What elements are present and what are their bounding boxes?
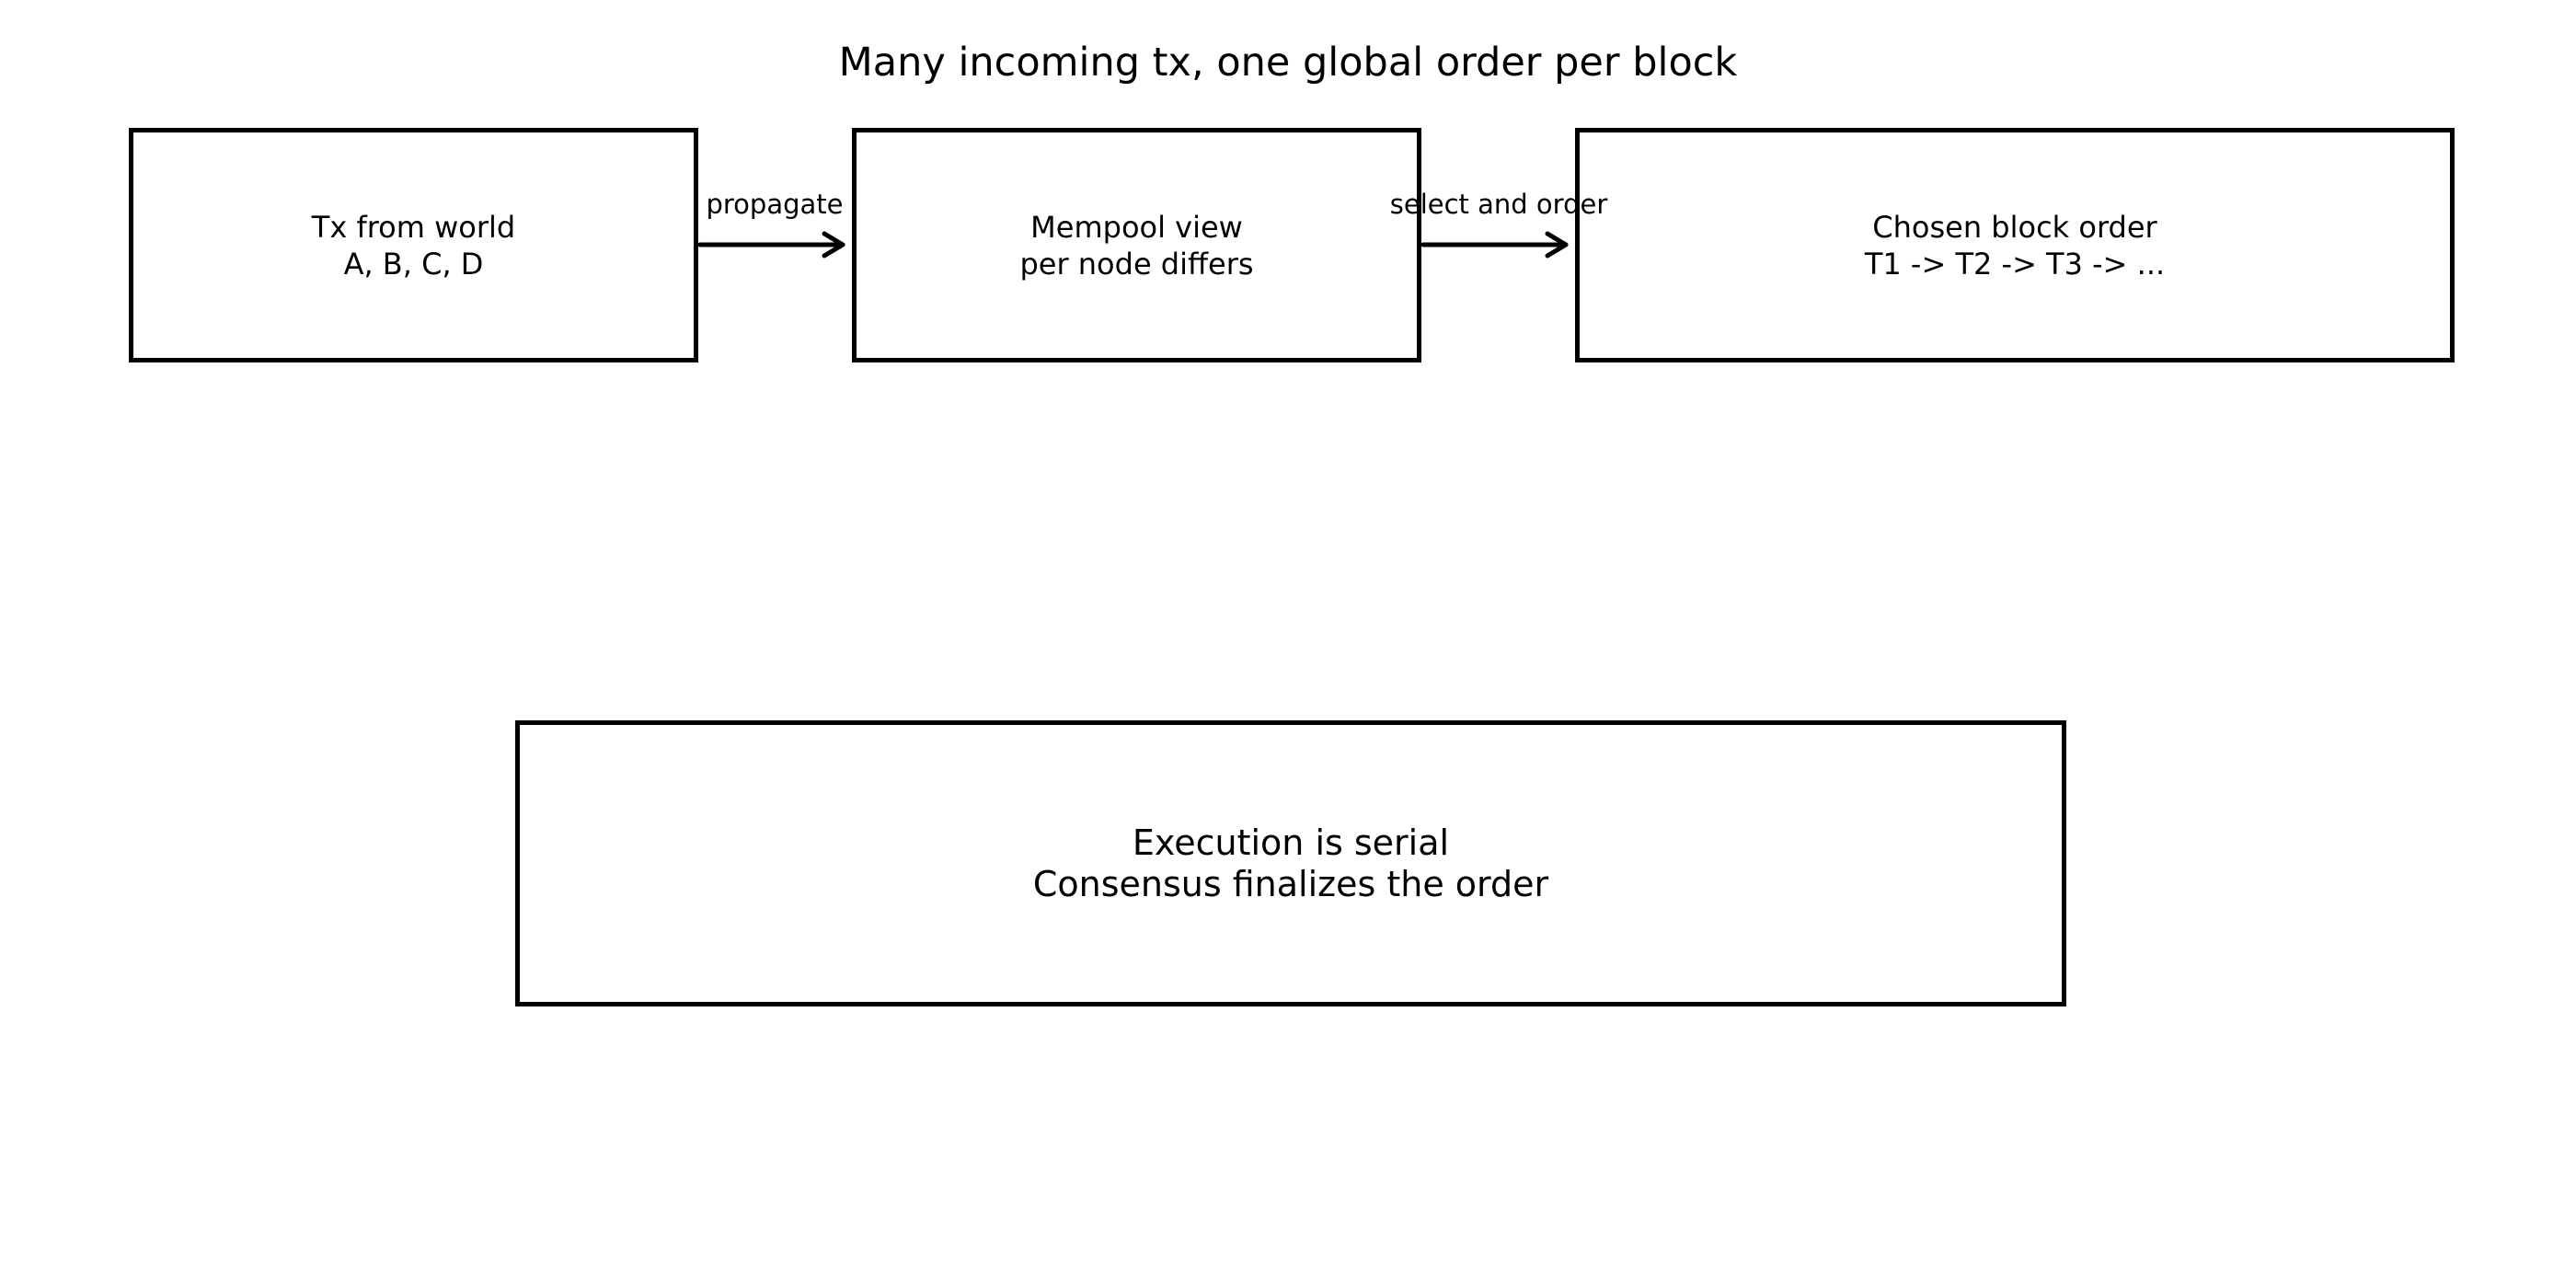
node-tx-line-2: A, B, C, D bbox=[343, 246, 484, 282]
edge-arrow-propagate bbox=[697, 231, 845, 259]
edge-label-select-and-order: select and order bbox=[1389, 189, 1608, 220]
edge-arrow-select-and-order bbox=[1420, 231, 1569, 259]
node-block-line-1: Chosen block order bbox=[1872, 209, 2157, 245]
node-exec-line-1: Execution is serial bbox=[1132, 822, 1450, 863]
edge-label-propagate: propagate bbox=[706, 189, 844, 220]
node-chosen-block-order: Chosen block order T1 -> T2 -> T3 -> ... bbox=[1575, 128, 2455, 362]
node-tx-line-1: Tx from world bbox=[311, 209, 516, 245]
node-block-line-2: T1 -> T2 -> T3 -> ... bbox=[1864, 246, 2166, 282]
node-mempool-view: Mempool view per node differs bbox=[852, 128, 1421, 362]
node-exec-line-2: Consensus finalizes the order bbox=[1032, 863, 1549, 904]
node-mempool-line-1: Mempool view bbox=[1030, 209, 1243, 245]
diagram-title: Many incoming tx, one global order per b… bbox=[838, 40, 1738, 86]
node-tx-from-world: Tx from world A, B, C, D bbox=[129, 128, 698, 362]
node-execution-serial: Execution is serial Consensus finalizes … bbox=[515, 720, 2066, 1006]
node-mempool-line-2: per node differs bbox=[1019, 246, 1254, 282]
